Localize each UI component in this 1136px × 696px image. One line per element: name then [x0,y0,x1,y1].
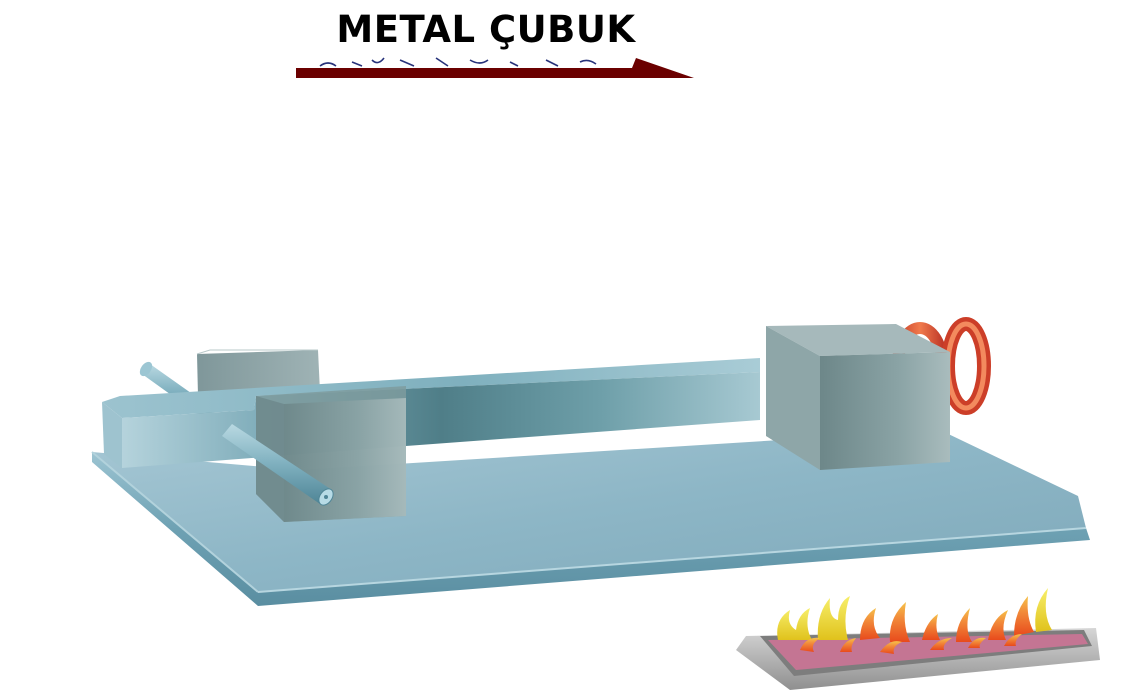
front-clamp-block [256,386,406,522]
flame-icon [777,588,1052,654]
right-clamp-block [766,324,950,470]
front-pin [222,424,334,506]
page-title: METAL ÇUBUK [336,8,636,51]
title-arrow [296,57,694,78]
back-clamp-block [196,349,320,396]
